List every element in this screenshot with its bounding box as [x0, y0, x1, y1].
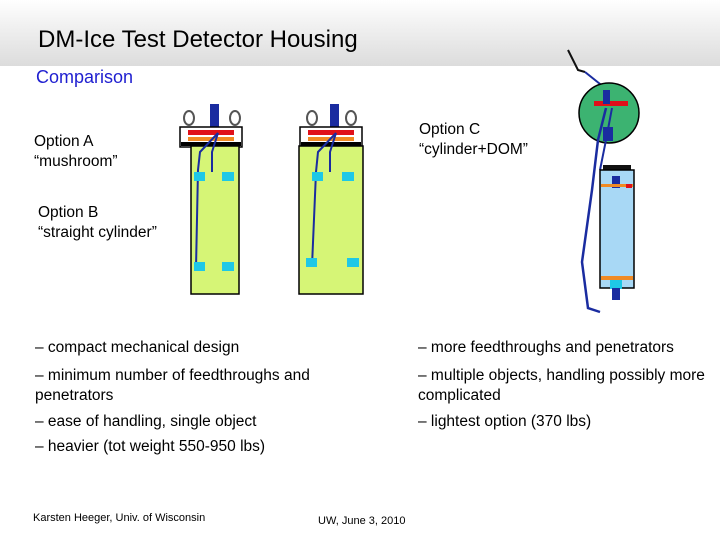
cable: [329, 132, 337, 172]
sensor: [342, 172, 354, 181]
lifting-eye-icon: [306, 110, 318, 126]
option-c-desc: “cylinder+DOM”: [419, 141, 528, 158]
option-b-desc: “straight cylinder”: [38, 224, 157, 241]
right-point-1: – more feedthroughs and penetrators: [418, 339, 674, 356]
feedthrough-connector: [330, 104, 339, 128]
cable: [580, 107, 608, 314]
sensor: [347, 258, 359, 267]
left-point-3: – ease of handling, single object: [35, 413, 257, 430]
footer-author: Karsten Heeger, Univ. of Wisconsin: [33, 512, 206, 524]
housing-option-c: [567, 49, 640, 314]
sensor: [194, 172, 205, 181]
footer-date: UW, June 3, 2010: [318, 515, 406, 527]
option-c-label: Option C “cylinder+DOM”: [419, 120, 528, 160]
right-point-3: – lightest option (370 lbs): [418, 413, 592, 430]
title-bar: [0, 0, 720, 66]
cable: [195, 132, 219, 269]
sensor: [222, 262, 234, 271]
cable: [211, 132, 219, 172]
cable: [311, 132, 337, 267]
left-point-4: – heavier (tot weight 550-950 lbs): [35, 438, 266, 455]
sensor: [306, 258, 317, 267]
hanging-cable: [567, 49, 586, 73]
right-point-2: – multiple objects, handling possibly mo…: [418, 367, 705, 404]
housing-option-b: [298, 104, 364, 295]
lifting-eye-icon: [183, 110, 195, 126]
housing-diagram: [179, 49, 640, 314]
option-a-desc: “mushroom”: [34, 153, 118, 170]
housing-option-a: [179, 104, 243, 295]
option-b-name: Option B: [38, 204, 99, 221]
left-point-2: – minimum number of feedthroughs and pen…: [35, 367, 310, 404]
cylinder-body: [599, 169, 635, 289]
option-a-label: Option A “mushroom”: [34, 132, 118, 172]
sensor: [312, 172, 323, 181]
option-a-name: Option A: [34, 133, 94, 150]
left-point-1: – compact mechanical design: [35, 339, 240, 356]
page-title: DM-Ice Test Detector Housing: [38, 26, 358, 53]
sensor: [222, 172, 234, 181]
lifting-eye-icon: [229, 110, 241, 126]
sensor: [194, 262, 205, 271]
option-c-name: Option C: [419, 121, 481, 138]
page-subtitle: Comparison: [36, 67, 134, 87]
feedthrough-connector: [210, 104, 219, 128]
option-b-label: Option B “straight cylinder”: [38, 203, 157, 243]
lifting-eye-icon: [345, 110, 357, 126]
dom-sphere: [578, 82, 640, 144]
